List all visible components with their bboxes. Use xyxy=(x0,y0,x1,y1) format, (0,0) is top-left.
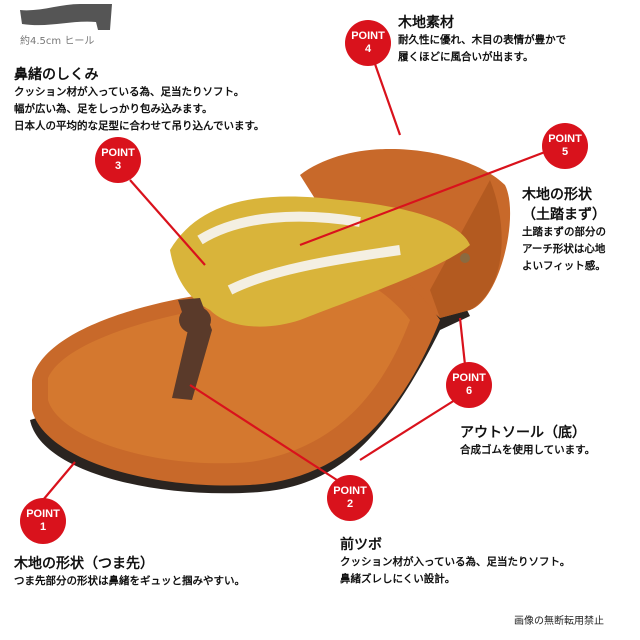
point-desc: 幅が広い為、足をしっかり包み込みます。 xyxy=(14,103,213,115)
heel-profile-icon xyxy=(20,4,112,30)
badge-word: POINT xyxy=(351,30,385,42)
badge-number: 5 xyxy=(561,146,569,158)
point-desc: 耐久性に優れ、木目の表情が豊かで xyxy=(398,34,567,46)
point-desc: アーチ形状は心地 xyxy=(522,243,606,255)
point-desc: つま先部分の形状は鼻緒をギュッと掴みやすい。 xyxy=(14,575,245,587)
point-4-text: 木地素材 耐久性に優れ、木目の表情が豊かで 履くほどに風合いが出ます。 xyxy=(398,12,566,66)
point-5-text: 木地の形状 （土踏まず） 土踏まずの部分の アーチ形状は心地 よいフィット感。 xyxy=(522,184,606,275)
point-title: 木地の形状 xyxy=(522,187,592,203)
point-6-text: アウトソール（底） 合成ゴムを使用しています。 xyxy=(460,422,595,459)
badge-word: POINT xyxy=(26,508,60,520)
point-title: 木地の形状（つま先） xyxy=(14,556,154,572)
point-title: 鼻緒のしくみ xyxy=(14,67,99,83)
point-3-text: 鼻緒のしくみ クッション材が入っている為、足当たりソフト。 幅が広い為、足をしっ… xyxy=(14,64,264,135)
point-title: （土踏まず） xyxy=(522,207,606,223)
point-desc: クッション材が入っている為、足当たりソフト。 xyxy=(340,556,571,568)
point-desc: 履くほどに風合いが出ます。 xyxy=(398,51,534,63)
point-desc: 日本人の平均的な足型に合わせて吊り込んでいます。 xyxy=(14,120,265,132)
point-title: 前ツボ xyxy=(340,537,382,553)
badge-word: POINT xyxy=(333,485,367,497)
point-title: アウトソール（底） xyxy=(460,425,586,441)
badge-number: 1 xyxy=(39,521,47,533)
point-title: 木地素材 xyxy=(398,15,454,31)
badge-number: 4 xyxy=(364,43,372,55)
point-desc: 合成ゴムを使用しています。 xyxy=(460,444,596,456)
point-desc: 鼻緒ズレしにくい設計。 xyxy=(340,573,456,585)
point-desc: クッション材が入っている為、足当たりソフト。 xyxy=(14,86,245,98)
badge-word: POINT xyxy=(452,372,486,384)
badge-number: 6 xyxy=(465,385,473,397)
badge-word: POINT xyxy=(101,147,135,159)
point-1-text: 木地の形状（つま先） つま先部分の形状は鼻緒をギュッと掴みやすい。 xyxy=(14,553,245,590)
badge-number: 2 xyxy=(346,498,354,510)
badge-word: POINT xyxy=(548,133,582,145)
copyright-notice: 画像の無断転用禁止 xyxy=(514,616,604,627)
leader-lines xyxy=(42,63,546,501)
badge-number: 3 xyxy=(114,160,122,172)
point-desc: よいフィット感。 xyxy=(522,260,606,272)
point-desc: 土踏まずの部分の xyxy=(522,226,606,238)
heel-height-label: 約4.5cm ヒール xyxy=(20,36,95,47)
point-2-text: 前ツボ クッション材が入っている為、足当たりソフト。 鼻緒ズレしにくい設計。 xyxy=(340,534,570,588)
